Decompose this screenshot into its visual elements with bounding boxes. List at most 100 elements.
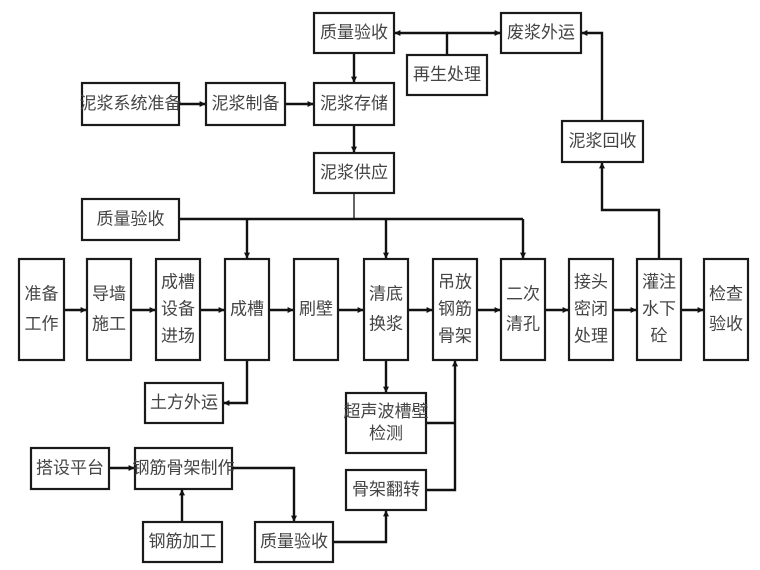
arrow-mud-recover-to-waste-out (581, 30, 604, 121)
box-label: 灌注 (642, 273, 676, 293)
box-label: 泥浆存储 (320, 94, 388, 114)
process-box-brush-wall: 刷壁 (292, 257, 340, 362)
box-outline (499, 11, 583, 55)
box-outline (499, 257, 547, 362)
box-label: 质量验收 (320, 23, 388, 43)
box-outline (80, 197, 181, 242)
box-label: 水下 (642, 300, 676, 320)
box-label: 废浆外运 (507, 23, 575, 43)
box-outline (344, 391, 428, 455)
box-outline (29, 446, 111, 491)
process-box-qa-mid: 质量验收 (80, 197, 181, 242)
process-box-mud-recover: 泥浆回收 (560, 119, 645, 164)
connectors (64, 30, 704, 544)
box-label: 成槽 (161, 273, 195, 293)
box-label: 进场 (161, 327, 195, 347)
process-box-regen: 再生处理 (405, 53, 489, 97)
box-label: 吊放 (438, 273, 472, 293)
box-label: 超声波槽壁 (344, 402, 429, 422)
box-outline (560, 119, 645, 164)
process-box-waste-out: 废浆外运 (499, 11, 583, 55)
process-box-qa-bottom: 质量验收 (253, 520, 335, 564)
box-outline (405, 53, 489, 97)
box-outline (143, 381, 225, 425)
box-label: 质量验收 (97, 210, 165, 230)
box-outline (141, 520, 224, 564)
box-label: 再生处理 (413, 65, 481, 85)
process-box-mud-sys-prep: 泥浆系统准备 (80, 81, 182, 127)
box-outline (702, 257, 750, 362)
box-label: 砼 (651, 327, 668, 347)
box-outline (253, 520, 335, 564)
process-box-mud-make: 泥浆制备 (204, 81, 287, 127)
box-label: 刷壁 (299, 300, 333, 320)
box-label: 工作 (25, 315, 59, 335)
process-box-qa-top: 质量验收 (312, 11, 396, 55)
box-outline (362, 257, 410, 362)
process-box-trench: 成槽 (223, 257, 271, 362)
process-box-soil-out: 土方外运 (143, 381, 225, 425)
box-label: 泥浆系统准备 (80, 94, 182, 114)
box-label: 成槽 (230, 300, 264, 320)
process-box-platform: 搭设平台 (29, 446, 111, 491)
box-label: 骨架翻转 (352, 480, 420, 500)
box-label: 清孔 (506, 315, 540, 335)
box-label: 泥浆制备 (212, 94, 280, 114)
box-label: 钢筋骨架制作 (133, 459, 235, 479)
arrow-cage-flip-to-hoist (426, 360, 458, 492)
box-label: 接头 (574, 273, 608, 293)
box-label: 钢筋加工 (149, 532, 217, 552)
box-outline (567, 257, 615, 362)
box-label: 验收 (709, 315, 743, 335)
arrow-cage-make-to-qa-bottom (232, 466, 297, 522)
box-label: 换浆 (369, 315, 403, 335)
box-label: 二次 (506, 285, 540, 305)
arrow-regen-to-qa-top (394, 30, 449, 55)
box-label: 泥浆供应 (320, 163, 388, 183)
process-box-mud-store: 泥浆存储 (312, 81, 396, 127)
box-label: 准备 (25, 285, 59, 305)
box-label: 检测 (369, 424, 403, 444)
box-outline (223, 257, 271, 362)
box-outline (431, 257, 479, 362)
box-outline (133, 446, 234, 491)
box-outline (85, 257, 133, 362)
process-box-mud-supply: 泥浆供应 (312, 151, 396, 195)
box-label: 质量验收 (260, 532, 328, 552)
box-label: 搭设平台 (36, 459, 104, 479)
box-label: 清底 (369, 285, 403, 305)
process-box-rebar-proc: 钢筋加工 (141, 520, 224, 564)
box-outline (204, 81, 287, 127)
box-label: 设备 (161, 300, 195, 320)
arrow-qa-bottom-to-cage-flip (333, 510, 389, 544)
box-outline (80, 81, 181, 127)
box-label: 土方外运 (150, 393, 218, 413)
process-box-cage-make: 钢筋骨架制作 (133, 446, 235, 491)
box-outline (312, 11, 396, 55)
box-label: 施工 (92, 315, 126, 335)
process-boxes: 质量验收废浆外运再生处理泥浆系统准备泥浆制备泥浆存储泥浆供应泥浆回收质量验收准备… (17, 11, 750, 564)
box-outline (312, 151, 396, 195)
box-label: 骨架 (438, 327, 472, 347)
box-outline (154, 257, 202, 362)
box-outline (635, 257, 683, 362)
box-label: 检查 (709, 285, 743, 305)
box-label: 泥浆回收 (569, 132, 637, 152)
box-label: 钢筋 (438, 300, 472, 320)
process-box-cage-flip: 骨架翻转 (344, 468, 428, 512)
arrow-pour-to-mud-recover (599, 162, 661, 259)
box-label: 处理 (574, 327, 608, 347)
box-outline (344, 468, 428, 512)
arrow-trench-to-soil-out (223, 360, 249, 406)
